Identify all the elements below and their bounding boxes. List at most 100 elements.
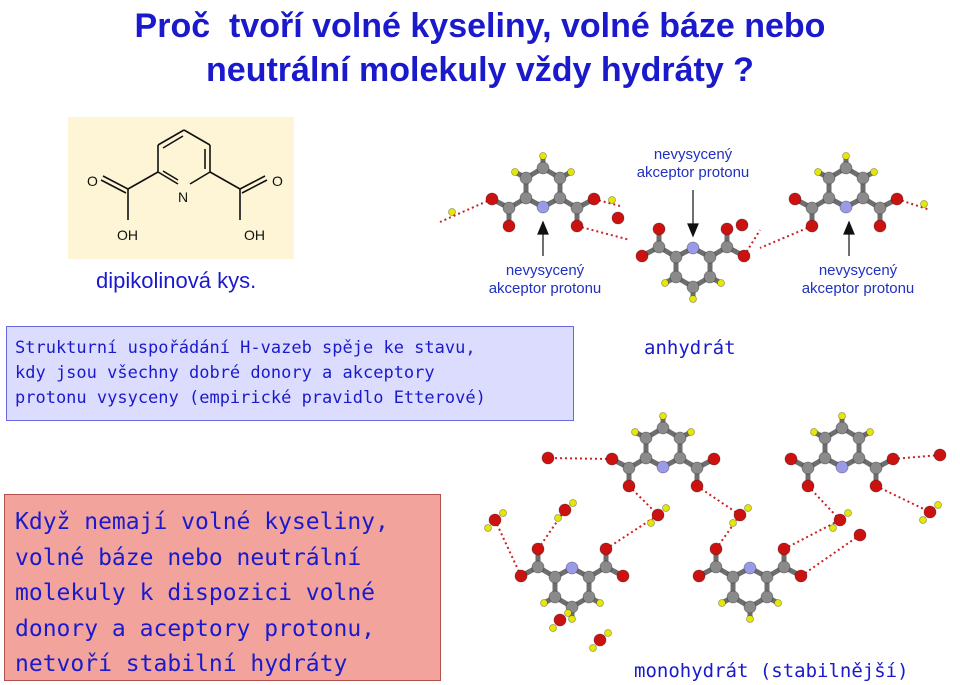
hydrogen-atom: [717, 279, 725, 287]
atom-label-o-right: O: [272, 173, 283, 189]
carbon-atom: [856, 191, 870, 205]
hydrogen-atom: [870, 168, 878, 176]
oxygen-atom: [735, 218, 749, 232]
carbon-atom: [570, 201, 584, 215]
hydrogen-atom: [746, 615, 754, 623]
hydrogen-atom: [919, 516, 927, 524]
oxygen-atom: [784, 452, 798, 466]
carbon-atom: [818, 451, 832, 465]
carbon-atom: [548, 570, 562, 584]
carbon-atom: [502, 201, 516, 215]
oxygen-atom: [488, 513, 502, 527]
hydrogen-atom: [568, 615, 576, 623]
oxygen-atom: [553, 613, 567, 627]
carbon-atom: [839, 161, 853, 175]
carbon-atom: [673, 431, 687, 445]
carbon-atom: [582, 570, 596, 584]
carbon-atom: [536, 161, 550, 175]
carbon-atom: [639, 451, 653, 465]
hydrogen-atom: [838, 412, 846, 420]
hydrogen-atom: [567, 168, 575, 176]
atom-label-o-left: O: [87, 173, 98, 189]
annotation-mid-line-1: nevysycený: [505, 262, 585, 279]
carbon-atom: [686, 280, 700, 294]
hydrogen-atom: [814, 168, 822, 176]
carbon-atom: [852, 431, 866, 445]
nitrogen-atom: [839, 200, 853, 214]
oxygen-atom: [886, 452, 900, 466]
hydrogen-atom: [554, 514, 562, 522]
oxygen-atom: [853, 528, 867, 542]
carbon-atom: [805, 201, 819, 215]
carbon-atom: [835, 421, 849, 435]
hydrogen-atom: [689, 295, 697, 303]
oxygen-atom: [720, 222, 734, 236]
carbon-atom: [726, 570, 740, 584]
carbon-atom: [703, 270, 717, 284]
carbon-atom: [743, 600, 757, 614]
hydrogen-atom: [549, 624, 557, 632]
nitrogen-atom: [536, 200, 550, 214]
annotation-right-line-2: akceptor protonu: [801, 280, 915, 297]
hydrogen-atom: [499, 509, 507, 517]
annotation-top-line-1: nevysycený: [653, 146, 733, 163]
hydrogen-bond: [576, 225, 631, 241]
carbon-atom: [553, 191, 567, 205]
hydrogen-atom: [661, 279, 669, 287]
conclusion-line-1: Když nemají volné kyseliny,: [15, 509, 389, 535]
anhydrate-label: anhydrát: [644, 337, 736, 359]
oxygen-atom: [622, 479, 636, 493]
oxygen-atom: [933, 448, 947, 462]
oxygen-atom: [570, 219, 584, 233]
oxygen-atom: [833, 513, 847, 527]
oxygen-atom: [690, 479, 704, 493]
oxygen-atom: [541, 451, 555, 465]
oxygen-atom: [652, 222, 666, 236]
nitrogen-atom: [565, 561, 579, 575]
slide-title: Proč tvoří volné kyseliny, volné báze ne…: [0, 4, 960, 92]
hydrogen-bond: [696, 485, 741, 516]
carbon-atom: [519, 191, 533, 205]
oxygen-atom: [709, 542, 723, 556]
carbon-atom: [852, 451, 866, 465]
hydrogen-atom: [844, 509, 852, 517]
hydrogen-bond: [759, 225, 813, 249]
carbon-atom: [652, 240, 666, 254]
oxygen-atom: [531, 542, 545, 556]
oxygen-atom: [502, 219, 516, 233]
hydrogen-bond: [628, 485, 659, 516]
hydrogen-atom: [484, 524, 492, 532]
annotation-top-center: nevysycený akceptor protonu: [620, 146, 766, 182]
hydrogen-atom: [589, 644, 597, 652]
hydrogen-bond: [715, 514, 741, 550]
oxygen-atom: [605, 452, 619, 466]
oxygen-atom: [777, 542, 791, 556]
hydrogen-bond: [439, 198, 493, 223]
carbon-atom: [818, 431, 832, 445]
carbon-atom: [760, 570, 774, 584]
oxygen-atom: [923, 505, 937, 519]
hydrogen-atom: [774, 599, 782, 607]
hydrogen-atom: [659, 412, 667, 420]
carbon-atom: [669, 270, 683, 284]
hydrogen-bond: [892, 454, 941, 460]
carbon-atom: [582, 590, 596, 604]
carbon-atom: [639, 431, 653, 445]
oxygen-atom: [692, 569, 706, 583]
hydrogen-atom: [729, 519, 737, 527]
rule-line-2: kdy jsou všechny dobré donory a akceptor…: [15, 363, 435, 383]
carbon-atom: [760, 590, 774, 604]
carbon-atom: [690, 461, 704, 475]
conclusion-line-3: molekuly k dispozici volné: [15, 580, 376, 606]
conclusion-line-4: donory a aceptory protonu,: [15, 615, 376, 642]
carbon-atom: [656, 421, 670, 435]
carbon-atom: [669, 250, 683, 264]
oxygen-atom: [587, 192, 601, 206]
hydrogen-atom: [511, 168, 519, 176]
carbon-atom: [822, 171, 836, 185]
nitrogen-atom: [656, 460, 670, 474]
oxygen-atom: [616, 569, 630, 583]
hydrogen-bond: [494, 519, 522, 577]
structure-caption: dipikolinová kys.: [96, 268, 257, 293]
hydrogen-bond: [807, 485, 841, 521]
